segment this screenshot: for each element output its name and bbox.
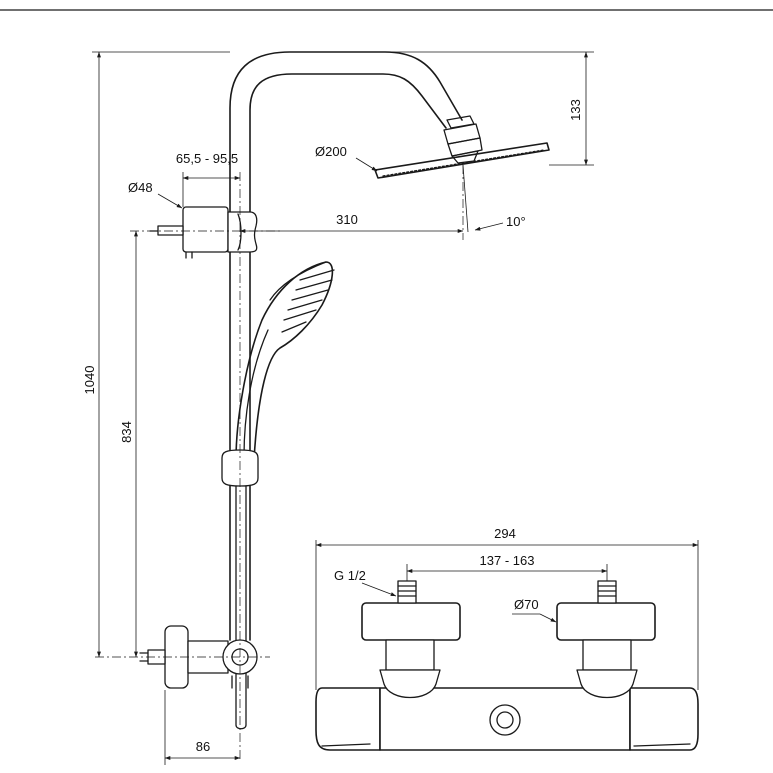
dim-label-86: 86 — [196, 739, 210, 754]
dim-label-834: 834 — [119, 421, 134, 443]
dim-label-294: 294 — [494, 526, 516, 541]
dim-label-133: 133 — [568, 99, 583, 121]
dim-label-g12: G 1/2 — [334, 568, 366, 583]
mixer-front-view — [315, 580, 699, 751]
dim-d48 — [157, 193, 183, 209]
dim-label-1040: 1040 — [82, 366, 97, 395]
dim-86 — [164, 690, 241, 765]
dim-d200 — [355, 157, 378, 172]
dim-133 — [385, 51, 594, 166]
dim-label-310: 310 — [336, 212, 358, 227]
dim-137-163 — [406, 564, 608, 581]
dim-g12 — [361, 582, 397, 597]
wall-bracket-upper — [149, 206, 258, 259]
dim-label-137-163: 137 - 163 — [480, 553, 535, 568]
dim-10deg — [474, 222, 504, 231]
dim-1040 — [92, 51, 230, 658]
dim-d70 — [512, 613, 557, 623]
dim-label-d48: Ø48 — [128, 180, 153, 195]
dim-label-d200: Ø200 — [315, 144, 347, 159]
shower-head — [374, 115, 550, 179]
dim-label-d70: Ø70 — [514, 597, 539, 612]
dim-label-10deg: 10° — [506, 214, 526, 229]
dim-294 — [315, 540, 699, 690]
dim-label-65-95: 65,5 - 95,5 — [176, 151, 238, 166]
outlet-circle — [489, 704, 521, 736]
hand-shower — [235, 261, 335, 461]
dim-65-95 — [182, 172, 241, 207]
shower-column — [229, 51, 463, 641]
